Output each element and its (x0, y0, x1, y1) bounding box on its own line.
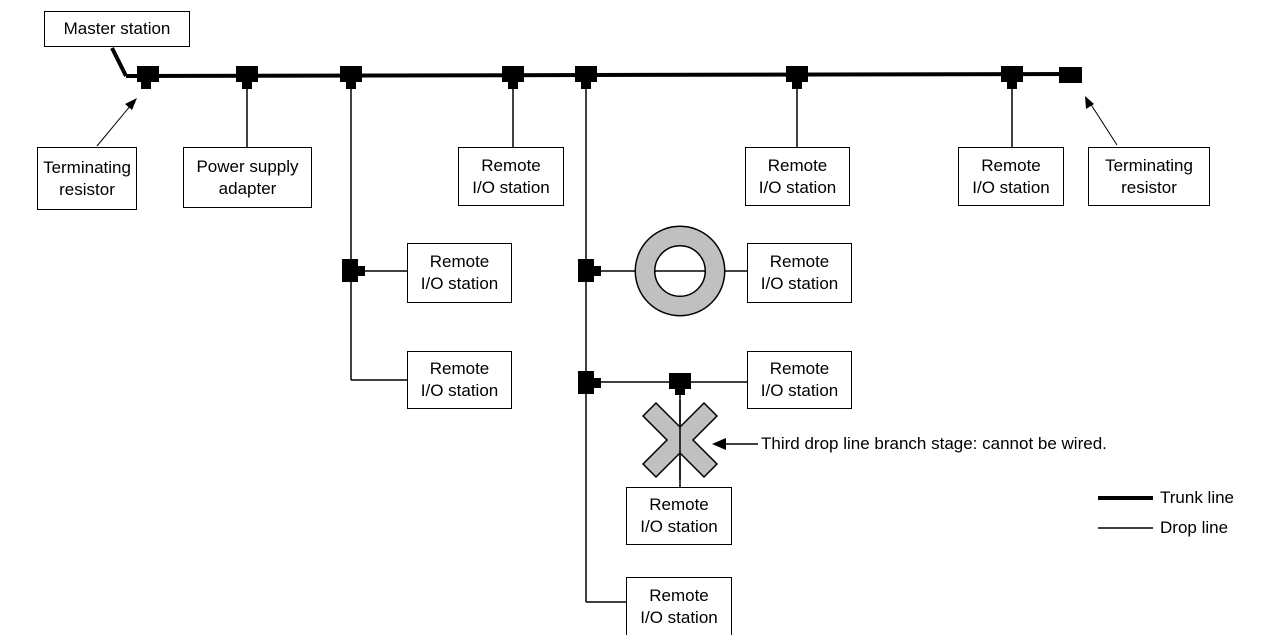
box-line: Power supply (196, 156, 299, 176)
t-branch-connector (1001, 66, 1023, 89)
box-line: resistor (59, 179, 115, 199)
master-station: Master station (44, 11, 190, 47)
master-station-label: Master station (63, 19, 171, 38)
box-line: adapter (218, 178, 277, 198)
box-line: Remote (649, 585, 709, 605)
remote-io-station: Remote I/O station (747, 243, 852, 303)
box-line: Terminating (43, 157, 131, 177)
remote-io-station: Remote I/O station (958, 147, 1064, 206)
box-line: I/O station (758, 177, 837, 197)
remote-io-station: Remote I/O station (407, 351, 512, 409)
remote-io-station: Remote I/O station (626, 487, 732, 545)
box-line: I/O station (420, 381, 499, 400)
t-branch-connector (502, 66, 524, 89)
box-line: Remote (481, 155, 541, 175)
pointer-arrow (1089, 102, 1118, 146)
arrow-head-icon (125, 98, 137, 110)
trunk-line (125, 72, 1083, 78)
box-line: I/O station (972, 177, 1050, 197)
t-branch-connector (236, 66, 258, 89)
box-line: Terminating (1105, 155, 1193, 175)
terminating-resistor-right: Terminating resistor (1088, 147, 1210, 206)
t-branch-connector (575, 66, 597, 89)
drop-branch-connector (578, 259, 601, 282)
box-line: Remote (649, 495, 709, 514)
box-line: Remote (981, 155, 1041, 175)
box-line: I/O station (420, 274, 499, 293)
box-line: I/O station (472, 177, 550, 197)
pointer-arrow (96, 104, 132, 147)
trunk-line (110, 47, 128, 77)
third-stage-note: Third drop line branch stage: cannot be … (761, 434, 1107, 453)
ring-marker-fill (636, 227, 724, 315)
box-line: resistor (1121, 177, 1177, 197)
arrow-head-icon (1085, 96, 1094, 109)
remote-io-station: Remote I/O station (745, 147, 850, 206)
remote-io-station: Remote I/O station (458, 147, 564, 206)
box-line: Remote (429, 252, 490, 271)
t-branch-connector (786, 66, 808, 89)
terminating-resistor-left: Terminating resistor (37, 147, 137, 210)
remote-io-station: Remote I/O station (747, 351, 852, 409)
arrow-head-icon (712, 438, 726, 450)
remote-io-station: Remote I/O station (407, 243, 512, 303)
box-line: Remote (769, 359, 830, 378)
power-supply-adapter: Power supply adapter (183, 147, 312, 208)
box-line: I/O station (640, 607, 718, 627)
legend-trunk-label: Trunk line (1160, 488, 1235, 507)
box-line: I/O station (640, 517, 718, 536)
t-branch-connector (137, 66, 159, 89)
remote-io-station: Remote I/O station (626, 577, 732, 635)
terminator-block (1059, 67, 1082, 83)
drop-branch-connector (342, 259, 365, 282)
box-line: Remote (429, 359, 490, 378)
box-line: Remote (767, 155, 828, 175)
box-line: I/O station (760, 274, 839, 293)
box-line: I/O station (760, 381, 839, 400)
drop-branch-connector (669, 373, 691, 395)
box-line: Remote (769, 252, 830, 271)
drop-branch-connector (578, 371, 601, 394)
t-branch-connector (340, 66, 362, 89)
legend-drop-label: Drop line (1160, 518, 1229, 537)
